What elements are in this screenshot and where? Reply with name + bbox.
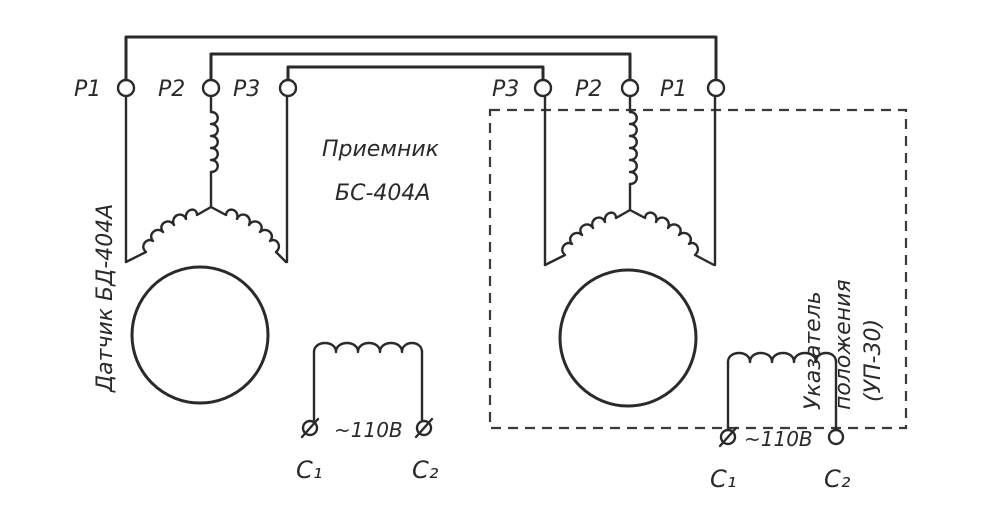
- receiver-terminal-p1: [706, 78, 726, 98]
- transmitter-terminal-p2: [201, 78, 221, 98]
- receiver-right-coil: [628, 208, 716, 267]
- transmitter-label-p2: Р2: [158, 77, 185, 102]
- transmitter-left-coil: [124, 205, 213, 264]
- receiver-excitation: ~110В C₁ C₂: [710, 351, 851, 493]
- transmitter-supply-voltage: ~110В: [334, 418, 403, 442]
- transmitter-c1-slash: [300, 417, 320, 439]
- transmitter-terminal-p1: [116, 78, 136, 98]
- receiver-terminal-c2: [827, 428, 845, 446]
- receiver-caption-line2: БС-404А: [335, 181, 430, 206]
- transmitter-stator: [124, 95, 289, 405]
- receiver-label-p2: Р2: [575, 77, 602, 102]
- transmitter-label-p3: Р3: [233, 77, 260, 102]
- receiver-c1-slash: [718, 426, 738, 448]
- transmitter-right-coil: [209, 205, 288, 264]
- transmitter-c2-slash: [414, 417, 434, 439]
- wire-p1: [124, 35, 718, 90]
- receiver-label-p1: Р1: [660, 77, 687, 102]
- receiver-excitation-coil: [726, 351, 838, 364]
- transmitter-rotor: [130, 265, 270, 405]
- transmitter-terminal-p3: [278, 78, 298, 98]
- transmitter-terminals: Р1 Р2 Р3: [74, 77, 298, 102]
- receiver-terminals: Р3 Р2 Р1: [492, 77, 726, 102]
- receiver-supply-voltage: ~110В: [744, 427, 813, 451]
- transmitter-caption: Датчик БД-404А: [93, 204, 118, 393]
- indicator-caption-line2: положения: [831, 279, 856, 410]
- receiver-terminal-p3: [533, 78, 553, 98]
- indicator-caption-line1: Указатель: [801, 291, 826, 410]
- transmitter-label-c1: C₁: [296, 456, 322, 484]
- transmitter-excitation-coil: [312, 341, 424, 354]
- receiver-terminal-p2: [620, 78, 640, 98]
- transmitter-label-c2: C₂: [412, 456, 439, 484]
- receiver-label-p3: Р3: [492, 77, 519, 102]
- wire-p3: [286, 65, 545, 90]
- wire-p2: [209, 52, 632, 90]
- transmitter-p2-coil: [209, 110, 219, 174]
- indicator-caption-line3: (УП-30): [861, 319, 886, 402]
- transmitter-excitation: ~110В C₁ C₂: [296, 341, 439, 484]
- receiver-rotor: [558, 268, 698, 408]
- receiver-left-coil: [543, 208, 632, 267]
- receiver-label-c2: C₂: [824, 465, 851, 493]
- indicator-enclosure: [488, 108, 908, 430]
- interconnect-wires: [124, 35, 718, 90]
- indicator-caption: Указатель положения (УП-30): [801, 279, 886, 410]
- receiver-caption-line1: Приемник: [322, 137, 440, 162]
- receiver-label-c1: C₁: [710, 465, 736, 493]
- transmitter-label-p1: Р1: [74, 77, 101, 102]
- receiver-stator: [543, 95, 717, 408]
- receiver-p2-coil: [628, 110, 638, 186]
